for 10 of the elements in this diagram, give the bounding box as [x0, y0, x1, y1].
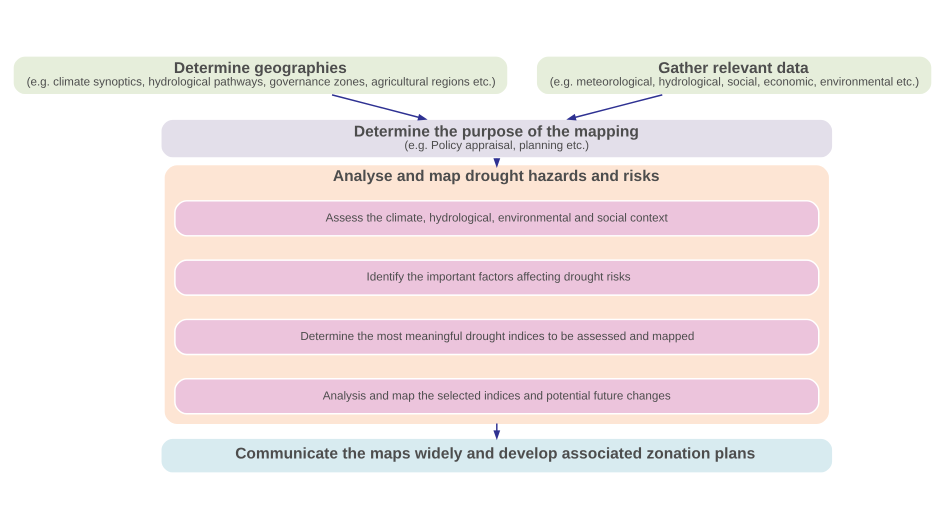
- node-box: Assess the climate, hydrological, environmental and social context: [174, 200, 820, 236]
- node-box: Communicate the maps widely and develop associated zonation plans: [160, 436, 834, 474]
- node-box: Determine the most meaningful drought indices to be assessed and mapped: [174, 318, 820, 355]
- node-box: Determine geographies (e.g. climate synoptics, hydrological pathways, governance zones, agricultural regions etc.): [12, 54, 509, 96]
- node-box: Gather relevant data (e.g. meteorological, hydrological, social, economic, environmental etc.): [535, 54, 933, 96]
- node-box: Identify the important factors affecting drought risks: [174, 258, 820, 296]
- arrow: [332, 94, 428, 120]
- arrow: [493, 423, 500, 440]
- arrow: [566, 94, 662, 120]
- node-box: Analysis and map the selected indices and potential future changes: [174, 378, 820, 414]
